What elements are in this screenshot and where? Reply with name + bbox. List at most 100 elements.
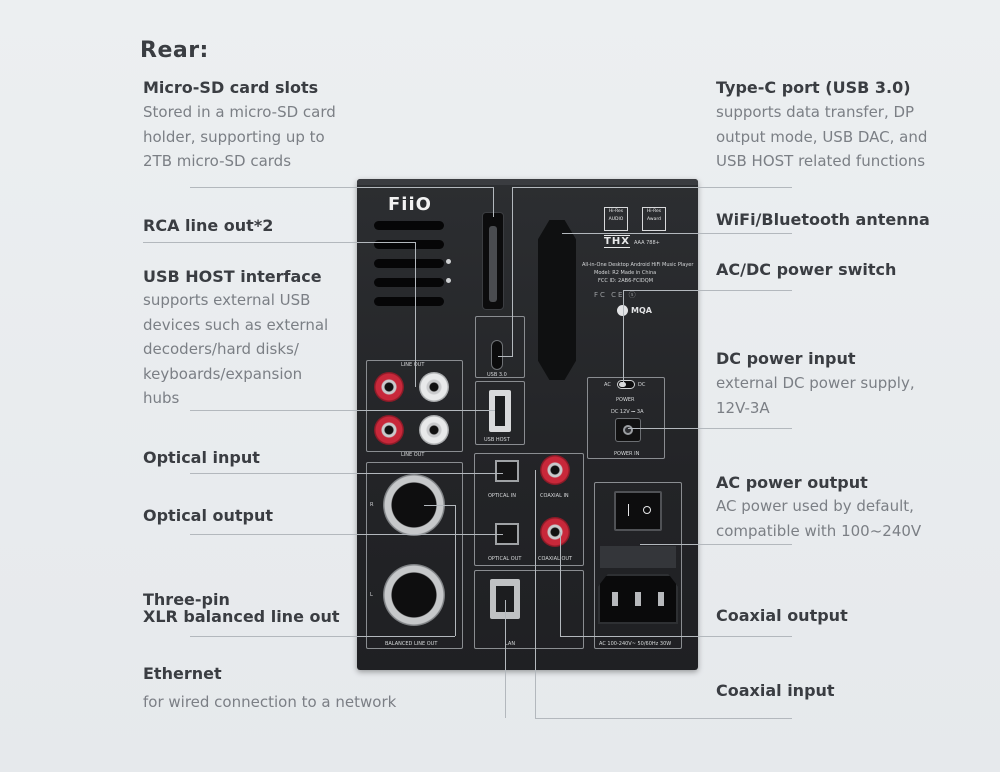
- xlr-title-line-1: Three-pin: [143, 590, 230, 609]
- typec-title: Type-C port (USB 3.0): [716, 78, 911, 97]
- usb-host-label: USB HOST: [484, 437, 510, 443]
- usbhost-title: USB HOST interface: [143, 267, 322, 286]
- usb-typec-port[interactable]: [491, 340, 503, 370]
- rca-right-1[interactable]: [374, 372, 404, 402]
- coaxial-input-title: Coaxial input: [716, 681, 835, 700]
- rca-title: RCA line out*2: [143, 216, 274, 235]
- ac-module-panel: [594, 482, 682, 649]
- page-heading: Rear:: [140, 38, 209, 63]
- thx-model: AAA 788+: [634, 240, 660, 246]
- ac-spec-label: AC 100-240V~ 50/60Hz 30W: [599, 641, 672, 647]
- regulatory-marks-icon: FC CE ⓢ: [594, 291, 638, 299]
- optical-out-label: OPTICAL OUT: [488, 556, 522, 562]
- ethernet-port-socket: [496, 586, 514, 612]
- usb30-label: USB 3.0: [487, 372, 507, 378]
- usb30-panel: [475, 316, 525, 378]
- ac-pin: [612, 592, 618, 606]
- ac-rocker-switch[interactable]: [614, 491, 662, 531]
- leader-typec-end: [498, 356, 512, 357]
- dc-input-description: external DC power supply, 12V-3A: [716, 374, 915, 417]
- ac-label-plate: [600, 546, 676, 568]
- lan-label: LAN: [505, 641, 516, 647]
- ac-pin: [635, 592, 641, 606]
- microsd-description: Stored in a micro-SD card holder, suppor…: [143, 103, 336, 170]
- ac-dc-power-switch[interactable]: [617, 380, 635, 389]
- typec-description: supports data transfer, DP output mode, …: [716, 103, 928, 170]
- leader-rca: [143, 242, 415, 243]
- leader-microsd: [190, 187, 493, 188]
- leader-ethernet: [505, 600, 506, 718]
- microsd-slot[interactable]: [489, 226, 497, 302]
- hires-award-badge: Hi-Res Award: [642, 207, 666, 231]
- leader-typec: [512, 187, 792, 188]
- lan-panel: [474, 570, 584, 649]
- coaxial-out-port[interactable]: [540, 517, 570, 547]
- dc-spec: DC 12V ⎓ 3A: [611, 409, 644, 415]
- ac-output-title: AC power output: [716, 473, 868, 492]
- dc-jack-pin: [623, 425, 633, 435]
- leader-coax-out-vert: [560, 532, 561, 636]
- hires-audio-badge: Hi-Res AUDIO: [604, 207, 628, 231]
- leader-coax-out: [560, 636, 792, 637]
- leader-dcin: [628, 428, 792, 429]
- screw-icon: [446, 278, 451, 283]
- spec-line-3: FCC ID: 2AB6-FCIDQM: [598, 278, 654, 284]
- optical-input-title: Optical input: [143, 448, 260, 467]
- rca-left-2[interactable]: [419, 415, 449, 445]
- optical-in-port[interactable]: [495, 460, 519, 482]
- xlr-side-r: R: [370, 502, 374, 508]
- dc-input-title: DC power input: [716, 349, 856, 368]
- usb-host-port-tongue: [495, 396, 505, 426]
- rca-right-2[interactable]: [374, 415, 404, 445]
- spec-line-1: All-in-One Desktop Android HiFi Music Pl…: [582, 262, 694, 268]
- mqa-label: MQA: [631, 306, 652, 315]
- vent-slot: [374, 240, 444, 249]
- leader-xlr: [190, 636, 455, 637]
- dc-label: DC: [638, 382, 646, 388]
- xlr-left-connector[interactable]: [383, 564, 445, 626]
- device-top-edge: [357, 179, 698, 185]
- leader-typec-drop: [512, 187, 513, 357]
- leader-acdc-drop: [623, 290, 624, 382]
- usb-host-panel: [475, 381, 525, 445]
- coaxial-in-label: COAXIAL IN: [540, 493, 569, 499]
- vent-slot: [374, 297, 444, 306]
- power-label: POWER: [616, 397, 635, 403]
- wifi-antenna-title: WiFi/Bluetooth antenna: [716, 210, 930, 229]
- leader-optical-out: [190, 534, 503, 535]
- ac-pin: [658, 592, 664, 606]
- coaxial-in-port[interactable]: [540, 455, 570, 485]
- leader-usbhost: [190, 410, 495, 411]
- wifi-antenna[interactable]: [538, 220, 576, 380]
- rca-line-out-panel: [366, 360, 463, 452]
- screw-icon: [446, 259, 451, 264]
- usbhost-description: supports external USB devices such as ex…: [143, 291, 329, 407]
- power-in-label: POWER IN: [614, 451, 640, 457]
- ac-label: AC: [604, 382, 611, 388]
- line-out-label-bottom: LINE OUT: [401, 452, 425, 458]
- switch-knob: [619, 382, 626, 387]
- coaxial-out-label: COAXIAL OUT: [538, 556, 573, 562]
- balanced-label: BALANCED LINE OUT: [385, 641, 438, 647]
- leader-rca-drop: [415, 242, 416, 387]
- optical-output-title: Optical output: [143, 506, 274, 525]
- ac-output-description: AC power used by default, compatible wit…: [716, 497, 922, 540]
- ethernet-description: for wired connection to a network: [143, 693, 397, 711]
- vent-slot: [374, 221, 444, 230]
- leader-xlr-top: [424, 505, 455, 506]
- ethernet-title: Ethernet: [143, 664, 222, 683]
- xlr-title-line-2: XLR balanced line out: [143, 607, 340, 626]
- leader-wifi: [562, 233, 792, 234]
- microsd-title: Micro-SD card slots: [143, 78, 319, 97]
- power-panel: [587, 377, 665, 459]
- leader-coax-in-vert: [535, 470, 536, 718]
- leader-coax-in: [535, 718, 792, 719]
- leader-acdc: [623, 290, 792, 291]
- acdc-switch-title: AC/DC power switch: [716, 260, 897, 279]
- rca-left-1[interactable]: [419, 372, 449, 402]
- fiio-logo: FiiO: [388, 194, 432, 215]
- thx-logo: THX: [604, 235, 630, 248]
- mqa-icon: [617, 305, 628, 316]
- coaxial-output-title: Coaxial output: [716, 606, 848, 625]
- leader-acout: [640, 544, 792, 545]
